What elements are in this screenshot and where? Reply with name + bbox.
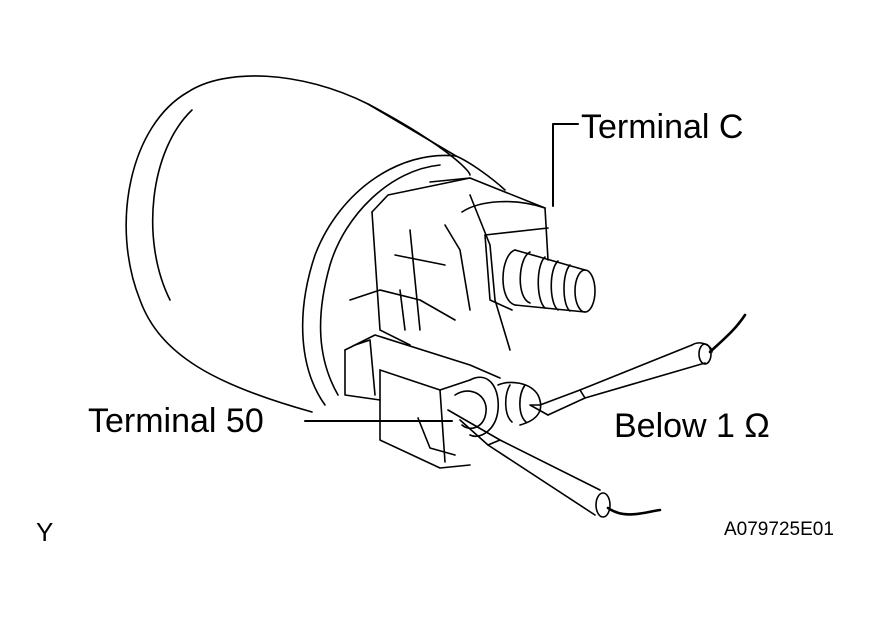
solenoid-body [125, 75, 471, 413]
terminal-c-stud [502, 249, 596, 313]
terminal-50-label: Terminal 50 [88, 402, 264, 440]
terminal-housing [349, 177, 549, 351]
leader-terminal-c [552, 123, 579, 207]
end-cap [301, 154, 546, 406]
terminal-c-label: Terminal C [581, 108, 744, 146]
resistance-spec-label: Below 1 Ω [614, 407, 770, 445]
probe-terminal-50 [447, 409, 662, 518]
figure-code-label: A079725E01 [724, 519, 834, 540]
probe-terminal-c [529, 313, 747, 416]
terminal-50-connector [344, 334, 542, 469]
view-marker-label: Y [36, 517, 54, 547]
